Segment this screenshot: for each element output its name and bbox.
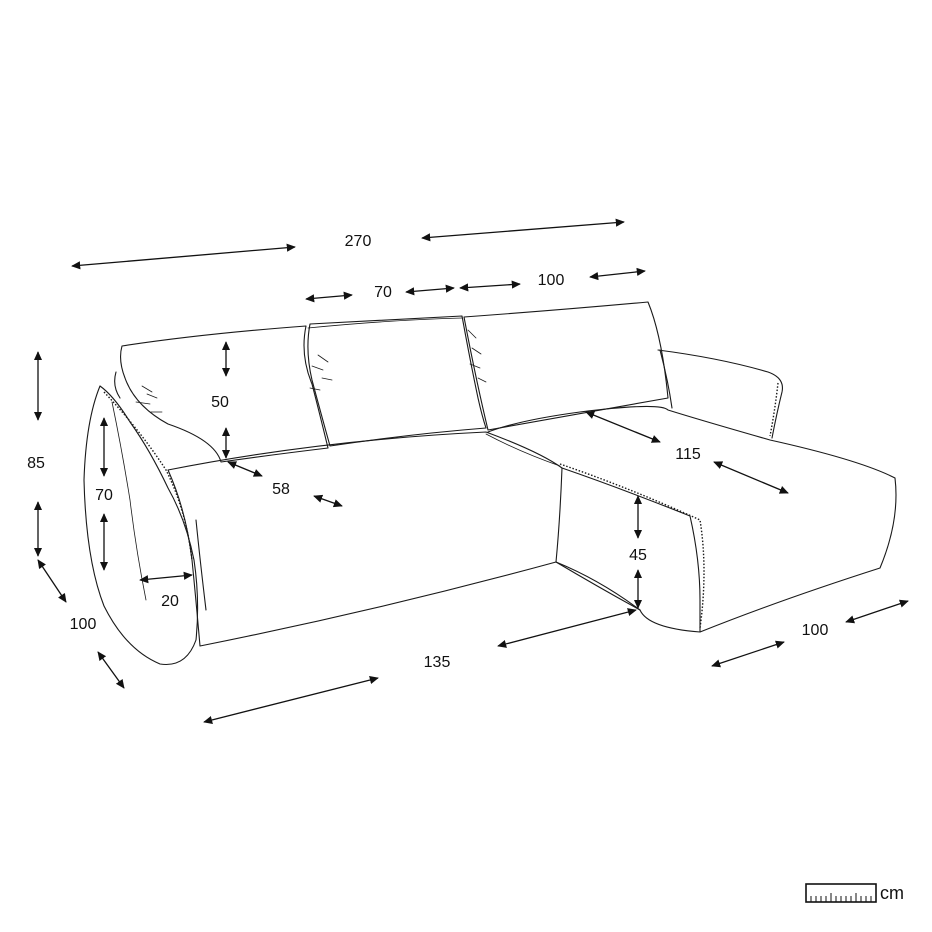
chaise-length-arrow-left [585,411,661,443]
total-width-arrow-right [421,218,625,242]
left-cushion-arrow-left [305,291,353,303]
seat-depth-arrow-right [313,494,343,508]
chaise-seat-cushion [487,405,897,633]
depth-label: 100 [70,616,97,633]
back-cushion-left [119,325,329,463]
right-cushion-arrow-left [459,280,521,292]
total-width-label: 270 [345,233,372,250]
unit-label: cm [880,883,904,903]
seat-width-arrow-left [203,676,379,724]
right-cushion-width-label: 100 [538,272,565,289]
unit-legend: cm [805,883,904,903]
back-cushion-height-label: 50 [211,394,229,411]
chaise-width-label: 100 [802,622,829,639]
chaise-width-arrow-left [711,640,785,668]
armrest-width-label: 20 [161,593,179,610]
chaise-back-rest [657,349,783,439]
depth-arrow-down [97,651,125,689]
dimension-arrows [33,218,909,724]
main-seat-cushion [167,431,563,647]
ruler-icon [805,883,877,903]
left-cushion-width-label: 70 [374,284,392,301]
left-armrest [83,385,199,666]
armrest-height-label: 70 [95,487,113,504]
right-cushion-arrow-right [589,267,646,281]
chaise-length-arrow-right [713,461,789,494]
chaise-width-arrow-right [845,599,909,624]
left-cushion-arrow-right [405,284,455,296]
seat-width-label: 135 [424,654,451,671]
seat-height-label: 45 [629,547,647,564]
seat-depth-arrow-left [227,461,263,477]
overall-height-label: 85 [27,455,45,472]
armrest-width-arrow [139,571,193,584]
back-cushion-right [463,301,669,431]
sofa-drawing [83,301,897,666]
chaise-length-label: 115 [675,446,701,463]
dimension-labels: 270 70 100 85 50 70 58 115 45 20 100 135… [27,233,828,671]
seat-width-arrow-right [497,608,637,648]
total-width-arrow-left [71,243,296,270]
back-cushion-middle [307,315,487,447]
depth-arrow-up [37,559,67,603]
seat-depth-label: 58 [272,481,290,498]
